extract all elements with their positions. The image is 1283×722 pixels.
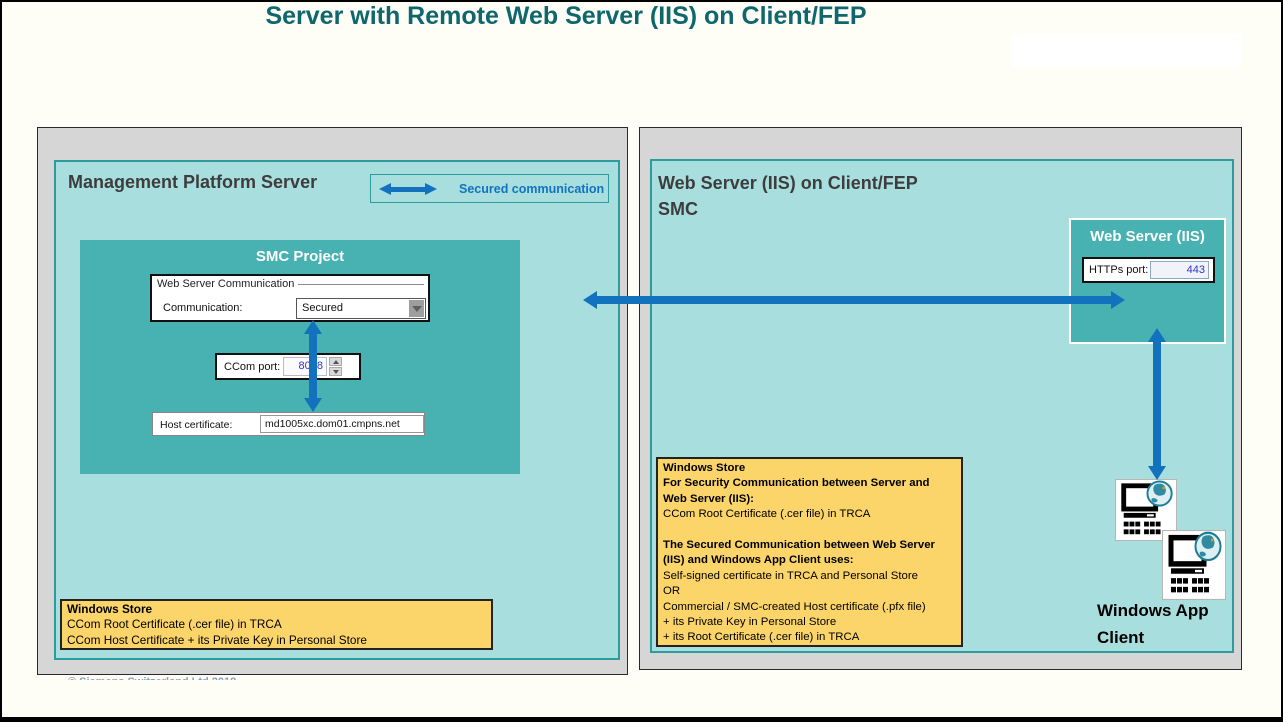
ccom-port-box: CCom port: 8008: [215, 353, 361, 380]
right-panel-heading-line1: Web Server (IIS) on Client/FEP: [658, 173, 918, 193]
ccom-port-input[interactable]: 8008: [283, 357, 327, 376]
computer-client-icon: [1162, 530, 1226, 600]
https-port-label: HTTPs port:: [1089, 264, 1149, 276]
host-certificate-label: Host certificate:: [160, 419, 233, 431]
page-title: Server with Remote Web Server (IIS) on C…: [265, 2, 867, 30]
note-line: [658, 523, 961, 538]
note-line: CCom Root Certificate (.cer file) in TRC…: [663, 508, 871, 521]
note-line: Web Server (IIS):: [663, 492, 754, 505]
note-line: + its Root Certificate (.cer file) in TR…: [663, 631, 860, 644]
spinner-up-icon[interactable]: [329, 357, 342, 366]
https-port-box: HTTPs port: 443: [1082, 257, 1215, 283]
communication-dropdown-value: Secured: [302, 302, 343, 314]
note-line: Windows Store: [663, 462, 746, 474]
right-panel-heading-line2: SMC: [658, 199, 698, 219]
note-line: Windows Store: [67, 602, 153, 616]
note-line: Commercial / SMC-created Host certificat…: [663, 600, 926, 613]
https-port-input[interactable]: 443: [1150, 261, 1209, 279]
windows-app-client-label-line1: Windows App: [1097, 601, 1209, 620]
note-line: CCom Root Certificate (.cer file) in TRC…: [67, 617, 282, 632]
host-certificate-input[interactable]: md1005xc.dom01.cmpns.net: [260, 415, 424, 433]
smc-project-title: SMC Project: [255, 248, 345, 265]
note-line: (IIS) and Windows App Client uses:: [663, 554, 854, 567]
note-line: The Secured Communication between Web Se…: [663, 539, 935, 552]
note-line: Self-signed certificate in TRCA and Pers…: [663, 569, 918, 582]
spinner-down-icon[interactable]: [329, 367, 342, 376]
host-certificate-row: Host certificate: md1005xc.dom01.cmpns.n…: [152, 412, 425, 436]
left-panel-heading: Management Platform Server: [68, 172, 318, 192]
web-server-communication-group: Web Server Communication Communication: …: [150, 274, 430, 322]
ccom-port-spinner: [329, 357, 342, 376]
note-line: For Security Communication between Serve…: [663, 477, 930, 490]
note-line: CCom Host Certificate + its Private Key …: [67, 632, 367, 647]
copyright-text: © Siemens Switzerland Ltd 2018: [68, 672, 328, 680]
communication-dropdown[interactable]: Secured: [296, 298, 426, 319]
web-server-iis-title: Web Server (IIS): [1090, 228, 1205, 245]
windows-store-note-left: Windows Store CCom Root Certificate (.ce…: [60, 599, 493, 650]
group-title: Web Server Communication: [157, 278, 424, 290]
legend-label: Secured communication: [459, 182, 605, 196]
note-line: + its Private Key in Personal Store: [663, 616, 837, 629]
dropdown-arrow-icon[interactable]: [407, 300, 424, 317]
web-server-iis-box: Web Server (IIS) HTTPs port: 443: [1069, 218, 1226, 344]
note-line: OR: [663, 585, 681, 598]
windows-store-note-right: Windows Store For Security Communication…: [656, 457, 963, 647]
ccom-port-label: CCom port:: [224, 361, 281, 373]
windows-app-client-label-line2: Client: [1097, 628, 1145, 647]
communication-label: Communication:: [163, 302, 243, 314]
legend-box: Secured communication: [370, 174, 609, 203]
top-right-white-box: [1012, 34, 1242, 67]
